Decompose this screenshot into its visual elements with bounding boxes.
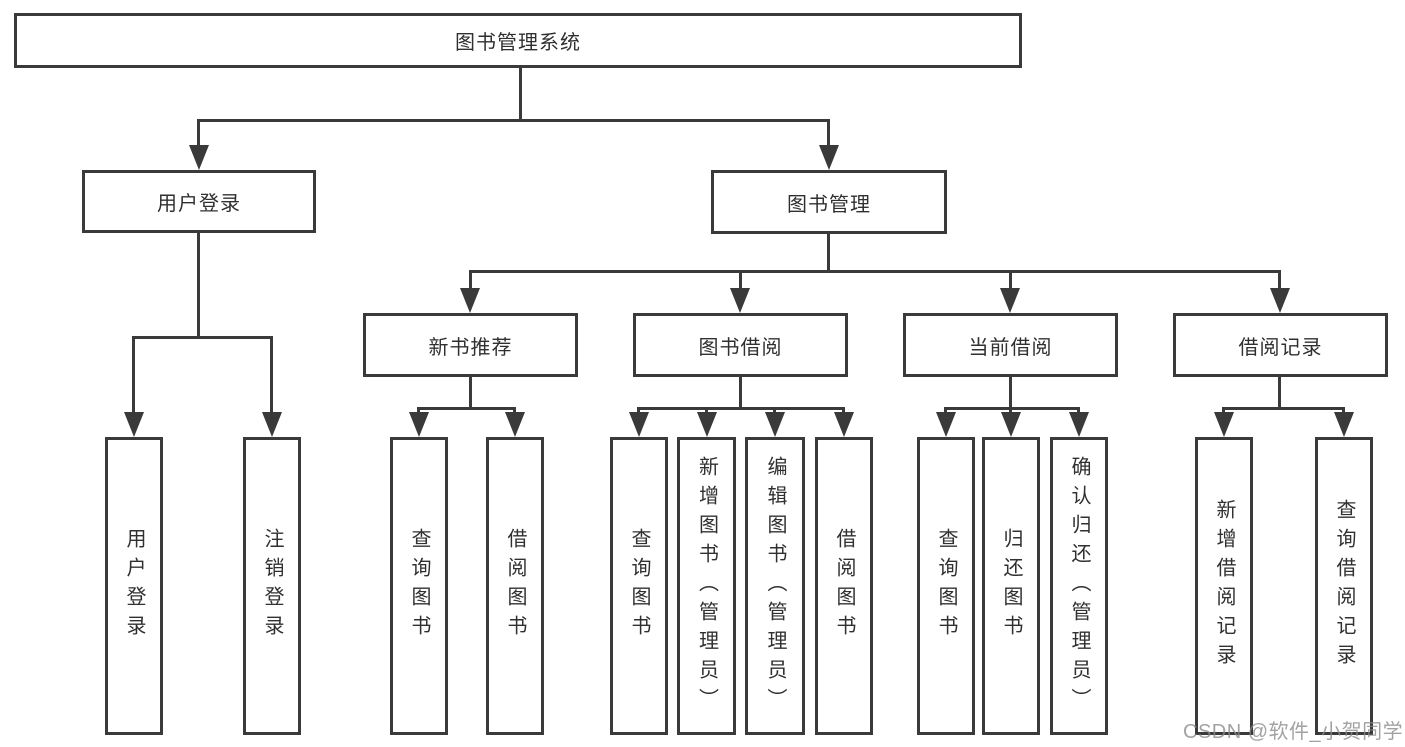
node-current-borrow: 当前借阅	[903, 313, 1118, 377]
arrowhead-leaf-borrow-book-a	[505, 412, 525, 437]
leaf-query-borrow-record-label: 查询借阅记录	[1333, 499, 1355, 673]
node-borrow-records: 借阅记录	[1173, 313, 1388, 377]
node-book-borrow-label: 图书借阅	[698, 336, 783, 359]
arrowhead-borrow-records	[1270, 288, 1290, 313]
leaf-query-book-a-label: 查询图书	[408, 528, 430, 644]
leaf-borrow-book-b-label: 借阅图书	[833, 528, 855, 644]
arrowhead-leaf-logout	[262, 412, 282, 437]
edge-user-login-rail	[132, 336, 273, 339]
arrowhead-book-mgmt	[819, 145, 839, 170]
edge-root-stub	[519, 68, 522, 122]
leaf-add-borrow-record: 新增借阅记录	[1195, 437, 1253, 735]
leaf-return-book-label: 归还图书	[1000, 528, 1022, 644]
leaf-add-borrow-record-label: 新增借阅记录	[1213, 499, 1235, 673]
leaf-add-book-admin-label: 新增图书（管理员）	[695, 455, 718, 717]
leaf-confirm-return-admin-label: 确认归还（管理员）	[1068, 455, 1090, 717]
arrowhead-leaf-confirm-return	[1069, 412, 1089, 437]
edge-stem-leaf-logout	[270, 336, 273, 413]
edge-stem-user-login	[197, 119, 200, 147]
leaf-query-book-b-label: 查询图书	[628, 528, 650, 644]
leaf-logout: 注销登录	[243, 437, 301, 735]
leaf-borrow-book-a: 借阅图书	[486, 437, 544, 735]
edge-borrow-records-stub	[1278, 377, 1281, 410]
arrowhead-leaf-user-login	[124, 412, 144, 437]
node-user-login: 用户登录	[82, 170, 316, 233]
arrowhead-leaf-return-book	[1001, 412, 1021, 437]
arrowhead-leaf-borrow-book-b	[834, 412, 854, 437]
arrowhead-leaf-query-record	[1334, 412, 1354, 437]
edge-stem-leaf-edit-book	[773, 407, 776, 415]
leaf-edit-book-admin-label: 编辑图书（管理员）	[764, 455, 786, 717]
edge-stem-new-book-rec	[469, 270, 472, 290]
leaf-confirm-return-admin: 确认归还（管理员）	[1050, 437, 1108, 735]
leaf-query-borrow-record: 查询借阅记录	[1315, 437, 1373, 735]
edge-stem-leaf-borrow-book-b	[842, 407, 845, 415]
edge-stem-book-borrow	[739, 270, 742, 290]
edge-book-mgmt-rail	[469, 270, 1281, 273]
edge-stem-leaf-query-book-c	[944, 407, 947, 415]
node-root-label: 图书管理系统	[455, 32, 581, 54]
edge-stem-leaf-query-record	[1342, 407, 1345, 415]
edge-new-book-rec-stub	[469, 377, 472, 410]
edge-stem-leaf-borrow-book-a	[513, 407, 516, 415]
node-book-borrow: 图书借阅	[633, 313, 848, 377]
leaf-borrow-book-a-label: 借阅图书	[504, 528, 526, 644]
edge-stem-book-mgmt	[827, 119, 830, 147]
csdn-watermark: CSDN @软件_小贺同学	[1183, 721, 1404, 743]
leaf-query-book-c: 查询图书	[917, 437, 975, 735]
arrowhead-leaf-add-record	[1214, 412, 1234, 437]
arrowhead-leaf-query-book-a	[409, 412, 429, 437]
arrowhead-new-book-rec	[460, 288, 480, 313]
edge-stem-leaf-add-book	[705, 407, 708, 415]
leaf-query-book-a: 查询图书	[390, 437, 448, 735]
edge-stem-current-borrow	[1009, 270, 1012, 290]
edge-current-borrow-stub	[1009, 377, 1012, 410]
leaf-return-book: 归还图书	[982, 437, 1040, 735]
edge-current-borrow-rail	[944, 407, 1080, 410]
edge-borrow-records-rail	[1222, 407, 1345, 410]
leaf-logout-label: 注销登录	[261, 528, 283, 644]
node-new-book-rec-label: 新书推荐	[428, 336, 513, 359]
arrowhead-leaf-edit-book	[765, 412, 785, 437]
node-book-mgmt-label: 图书管理	[787, 193, 871, 216]
node-book-mgmt: 图书管理	[711, 170, 947, 234]
edge-stem-leaf-confirm-return	[1077, 407, 1080, 415]
edge-book-mgmt-stub	[827, 234, 830, 273]
leaf-query-book-b: 查询图书	[610, 437, 668, 735]
edge-book-borrow-rail	[637, 407, 845, 410]
edge-user-login-stub	[197, 233, 200, 339]
arrowhead-current-borrow	[1000, 288, 1020, 313]
edge-stem-leaf-return-book	[1009, 407, 1012, 415]
node-user-login-label: 用户登录	[157, 193, 241, 215]
arrowhead-book-borrow	[730, 288, 750, 313]
edge-book-borrow-stub	[739, 377, 742, 410]
leaf-edit-book-admin: 编辑图书（管理员）	[745, 437, 805, 735]
edge-stem-borrow-records	[1278, 270, 1281, 290]
node-current-borrow-label: 当前借阅	[968, 336, 1053, 359]
edge-stem-leaf-add-record	[1222, 407, 1225, 415]
leaf-user-login-label: 用户登录	[123, 528, 145, 644]
leaf-add-book-admin: 新增图书（管理员）	[677, 437, 736, 735]
edge-root-rail	[197, 119, 830, 122]
arrowhead-leaf-query-book-c	[936, 412, 956, 437]
arrowhead-user-login	[189, 145, 209, 170]
node-borrow-records-label: 借阅记录	[1238, 336, 1323, 359]
leaf-query-book-c-label: 查询图书	[935, 528, 957, 644]
edge-stem-leaf-query-book-b	[637, 407, 640, 415]
node-new-book-rec: 新书推荐	[363, 313, 578, 377]
leaf-user-login: 用户登录	[105, 437, 163, 735]
node-root: 图书管理系统	[14, 13, 1022, 68]
arrowhead-leaf-add-book	[697, 412, 717, 437]
edge-new-book-rec-rail	[417, 407, 516, 410]
edge-stem-leaf-user-login	[132, 336, 135, 413]
leaf-borrow-book-b: 借阅图书	[815, 437, 873, 735]
edge-stem-leaf-query-book-a	[417, 407, 420, 415]
arrowhead-leaf-query-book-b	[629, 412, 649, 437]
